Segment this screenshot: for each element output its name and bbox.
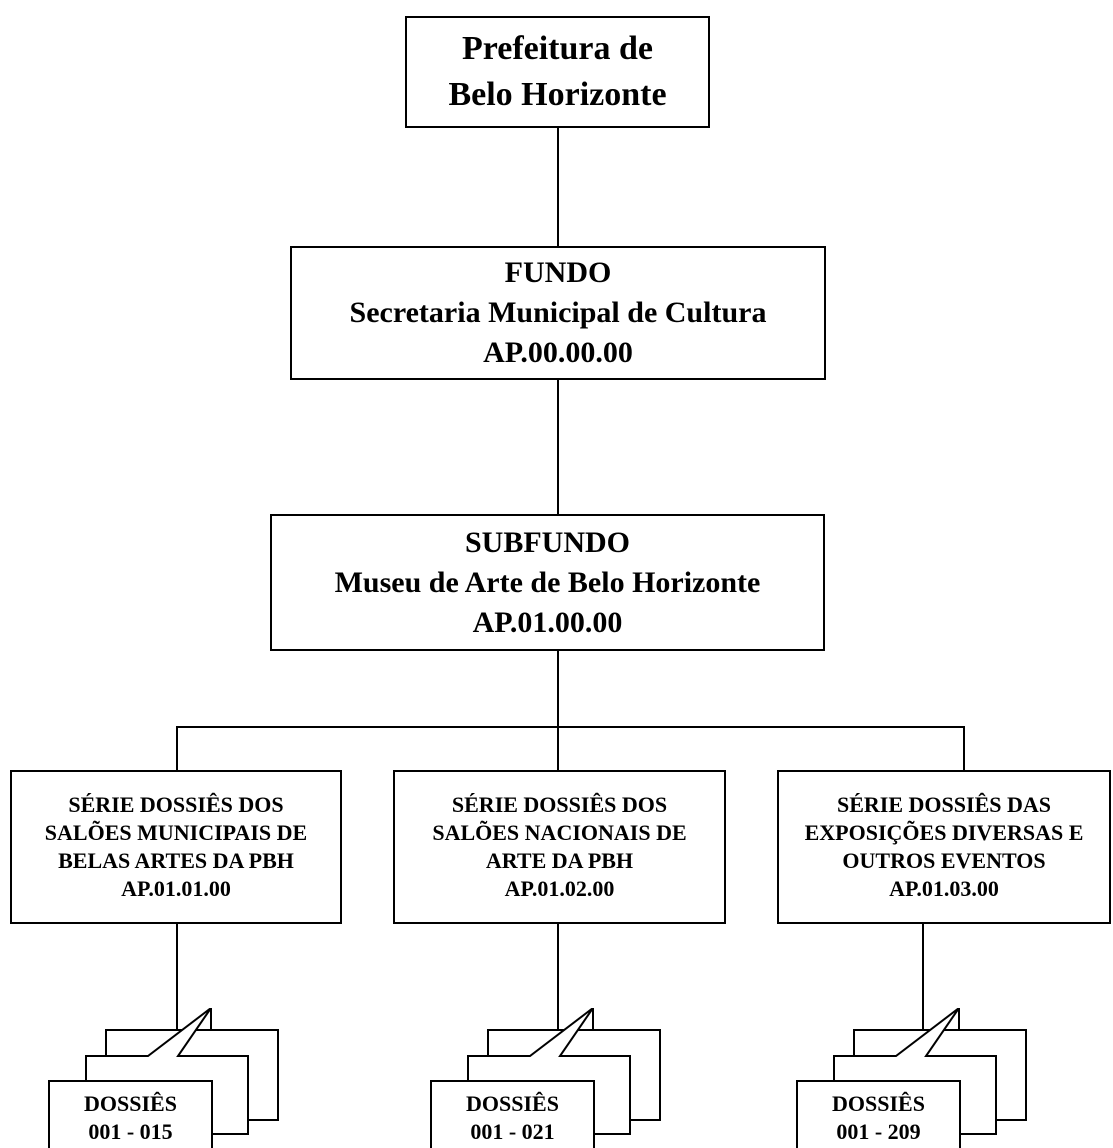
serie-line: SÉRIE DOSSIÊS DAS [837,792,1051,817]
serie-line: SÉRIE DOSSIÊS DOS [68,792,284,817]
box-fundo: FUNDO Secretaria Municipal de Cultura AP… [290,246,826,380]
connector-branch-serie-2 [557,726,559,770]
subfundo-name: Museu de Arte de Belo Horizonte [334,565,761,599]
serie-line: SALÕES MUNICIPAIS DE [44,820,308,845]
serie-line: SÉRIE DOSSIÊS DOS [451,792,668,817]
dossier-label: DOSSIÊS [84,1091,177,1116]
dossier-label: DOSSIÊS [832,1091,925,1116]
connector-fundo-subfundo [557,380,559,514]
connector-serie-3-dossies [922,924,924,1032]
serie-line: SALÕES NACIONAIS DE [432,820,687,845]
subfundo-code: AP.01.00.00 [472,605,623,639]
serie-code: AP.01.01.00 [121,876,231,901]
dossier-stack-1: DOSSIÊS 001 - 015 [48,1008,283,1148]
box-subfundo: SUBFUNDO Museu de Arte de Belo Horizonte… [270,514,825,651]
dossier-range: 001 - 021 [470,1119,555,1144]
prefeitura-line-2: Belo Horizonte [448,76,667,113]
serie-code: AP.01.03.00 [889,876,999,901]
dossier-stack-3: DOSSIÊS 001 - 209 [796,1008,1031,1148]
fundo-name: Secretaria Municipal de Cultura [349,296,767,329]
dossier-range: 001 - 209 [836,1119,921,1144]
serie-code: AP.01.02.00 [504,876,615,901]
dossier-stack-2: DOSSIÊS 001 - 021 [430,1008,665,1148]
dossier-box-2: DOSSIÊS 001 - 021 [430,1080,595,1148]
dossier-label: DOSSIÊS [466,1091,559,1116]
fundo-label: FUNDO [504,256,612,289]
connector-branch-horizontal [176,726,965,728]
box-prefeitura: Prefeitura de Belo Horizonte [405,16,710,128]
box-serie-2: SÉRIE DOSSIÊS DOS SALÕES NACIONAIS DE AR… [393,770,726,924]
connector-serie-2-dossies [557,924,559,1032]
fundo-code: AP.00.00.00 [483,336,633,369]
dossier-range: 001 - 015 [88,1119,173,1144]
prefeitura-line-1: Prefeitura de [461,30,654,67]
dossier-box-1: DOSSIÊS 001 - 015 [48,1080,213,1148]
connector-top-fundo [557,128,559,246]
serie-line: EXPOSIÇÕES DIVERSAS E [804,820,1084,845]
connector-serie-1-dossies [176,924,178,1032]
connector-branch-serie-1 [176,726,178,770]
box-serie-3: SÉRIE DOSSIÊS DAS EXPOSIÇÕES DIVERSAS E … [777,770,1111,924]
box-serie-1: SÉRIE DOSSIÊS DOS SALÕES MUNICIPAIS DE B… [10,770,342,924]
connector-branch-serie-3 [963,726,965,770]
connector-subfundo-branch [557,651,559,727]
subfundo-label: SUBFUNDO [464,525,630,559]
serie-line: BELAS ARTES DA PBH [58,848,294,873]
dossier-box-3: DOSSIÊS 001 - 209 [796,1080,961,1148]
serie-line: ARTE DA PBH [485,848,634,873]
serie-line: OUTROS EVENTOS [842,848,1046,873]
